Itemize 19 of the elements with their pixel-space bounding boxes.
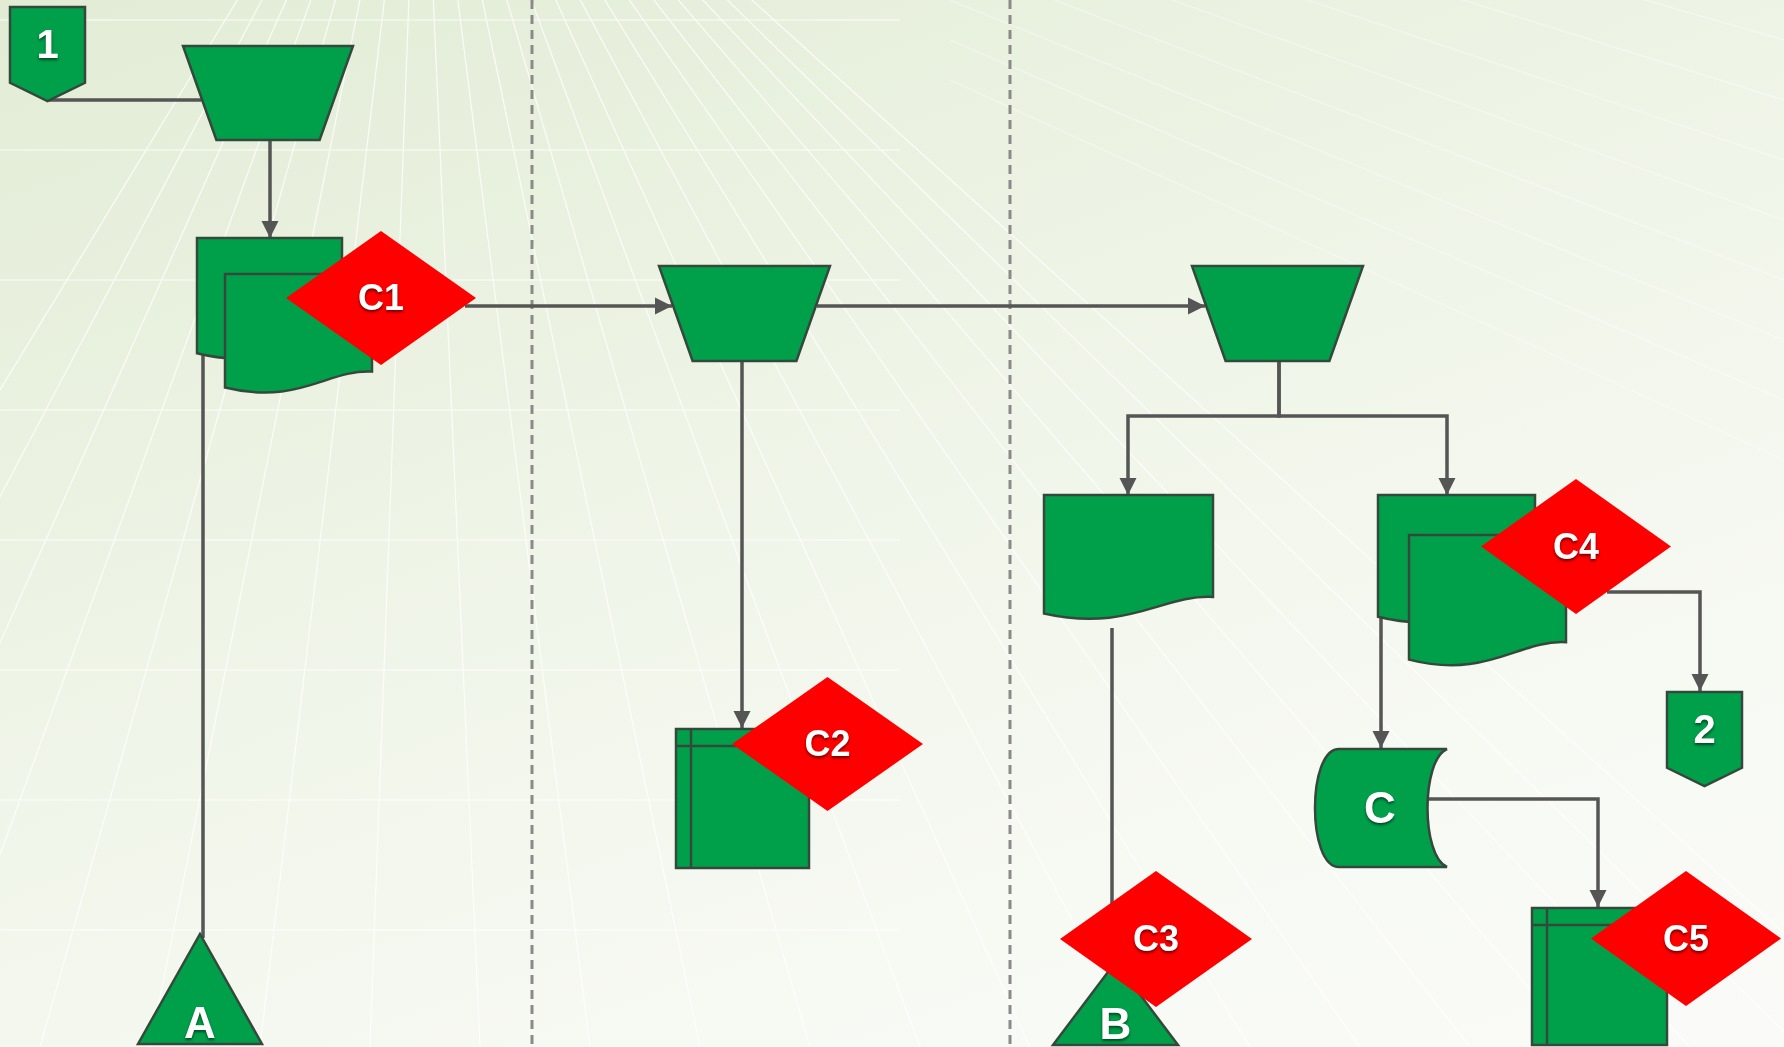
node-label: C [1364, 783, 1396, 833]
arrow [817, 297, 1205, 315]
node-label: C3 [1133, 919, 1179, 959]
arrow [1277, 362, 1456, 495]
node-label: C4 [1553, 526, 1599, 567]
node-label: A [184, 998, 216, 1047]
node-label: C5 [1663, 918, 1709, 959]
node-label: B [1099, 999, 1132, 1047]
arrow [1427, 797, 1607, 907]
connector-line [1110, 628, 1114, 904]
arrow [1607, 590, 1709, 691]
node-label: C2 [804, 724, 851, 764]
arrow [261, 141, 279, 238]
arrow [465, 297, 672, 315]
node-label: 2 [1693, 707, 1716, 752]
node-label: C1 [358, 278, 404, 318]
node-label: 1 [36, 22, 59, 67]
arrow [1372, 616, 1390, 748]
arrow [733, 362, 751, 728]
